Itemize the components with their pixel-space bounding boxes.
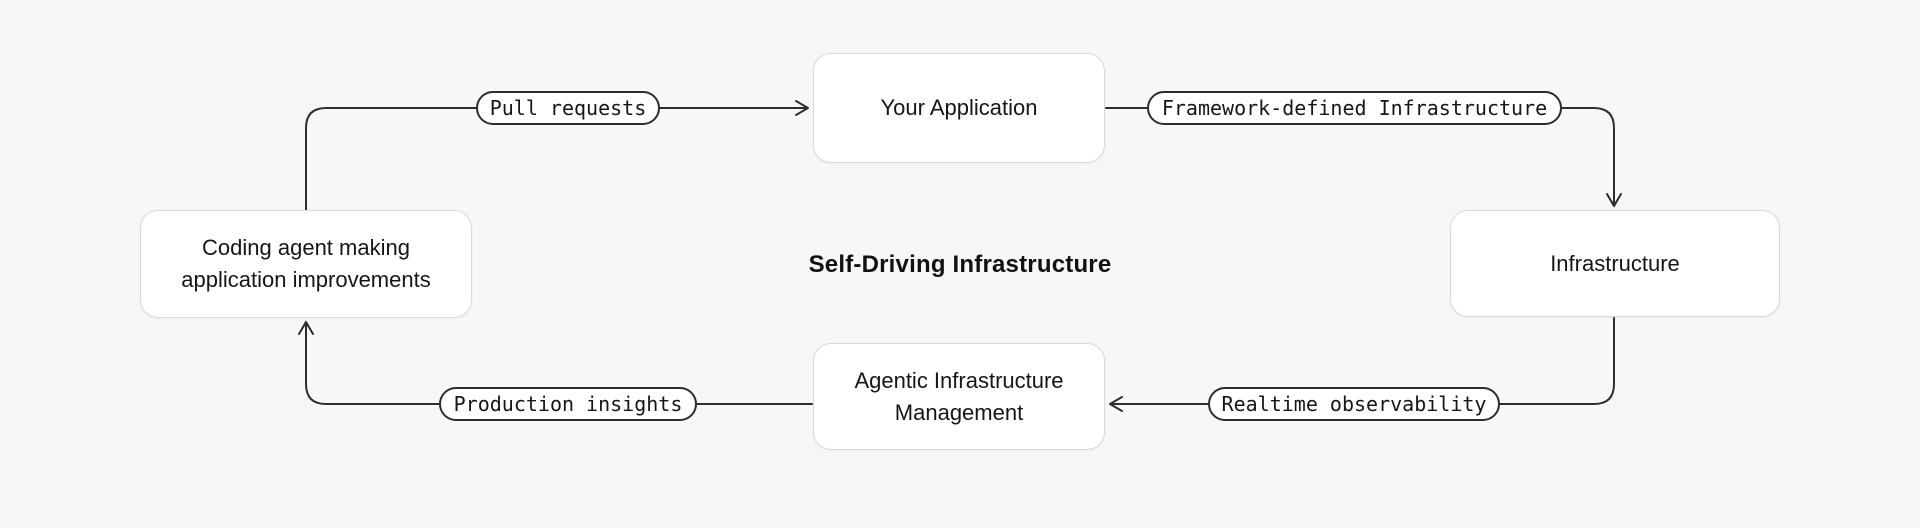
- edge-infrastructure-to-agentic-management: [1111, 317, 1615, 405]
- node-agentic-management-label: Agentic Infrastructure Management: [854, 367, 1064, 425]
- node-your-application: Your Application: [813, 53, 1105, 163]
- edge-label-production-insights: Production insights: [439, 387, 697, 421]
- edge-label-framework-defined-infrastructure-text: Framework-defined Infrastructure: [1161, 96, 1548, 120]
- diagram-title: Self-Driving Infrastructure: [808, 251, 1112, 278]
- arrowhead-into-coding-agent: [298, 321, 314, 335]
- edge-label-pull-requests-text: Pull requests: [489, 96, 647, 120]
- edge-your-application-to-infrastructure: [1105, 107, 1615, 205]
- edge-label-production-insights-text: Production insights: [453, 392, 683, 416]
- edge-label-pull-requests: Pull requests: [476, 91, 660, 125]
- edge-label-realtime-observability: Realtime observability: [1208, 387, 1500, 421]
- arrowhead-into-agentic-management: [1109, 396, 1123, 412]
- edge-agentic-management-to-coding-agent: [305, 323, 813, 405]
- edge-label-framework-defined-infrastructure: Framework-defined Infrastructure: [1147, 91, 1562, 125]
- node-infrastructure-label: Infrastructure: [1550, 250, 1680, 276]
- node-your-application-label: Your Application: [880, 95, 1038, 120]
- node-coding-agent: Coding agent making application improvem…: [140, 210, 472, 318]
- node-infrastructure: Infrastructure: [1450, 210, 1780, 317]
- edge-label-realtime-observability-text: Realtime observability: [1221, 392, 1487, 416]
- node-coding-agent-label: Coding agent making application improvem…: [181, 235, 431, 292]
- node-agentic-management: Agentic Infrastructure Management: [813, 343, 1105, 450]
- edge-coding-agent-to-your-application: [305, 107, 808, 211]
- arrowhead-into-infrastructure: [1606, 193, 1622, 207]
- arrowhead-into-your-application: [795, 100, 809, 116]
